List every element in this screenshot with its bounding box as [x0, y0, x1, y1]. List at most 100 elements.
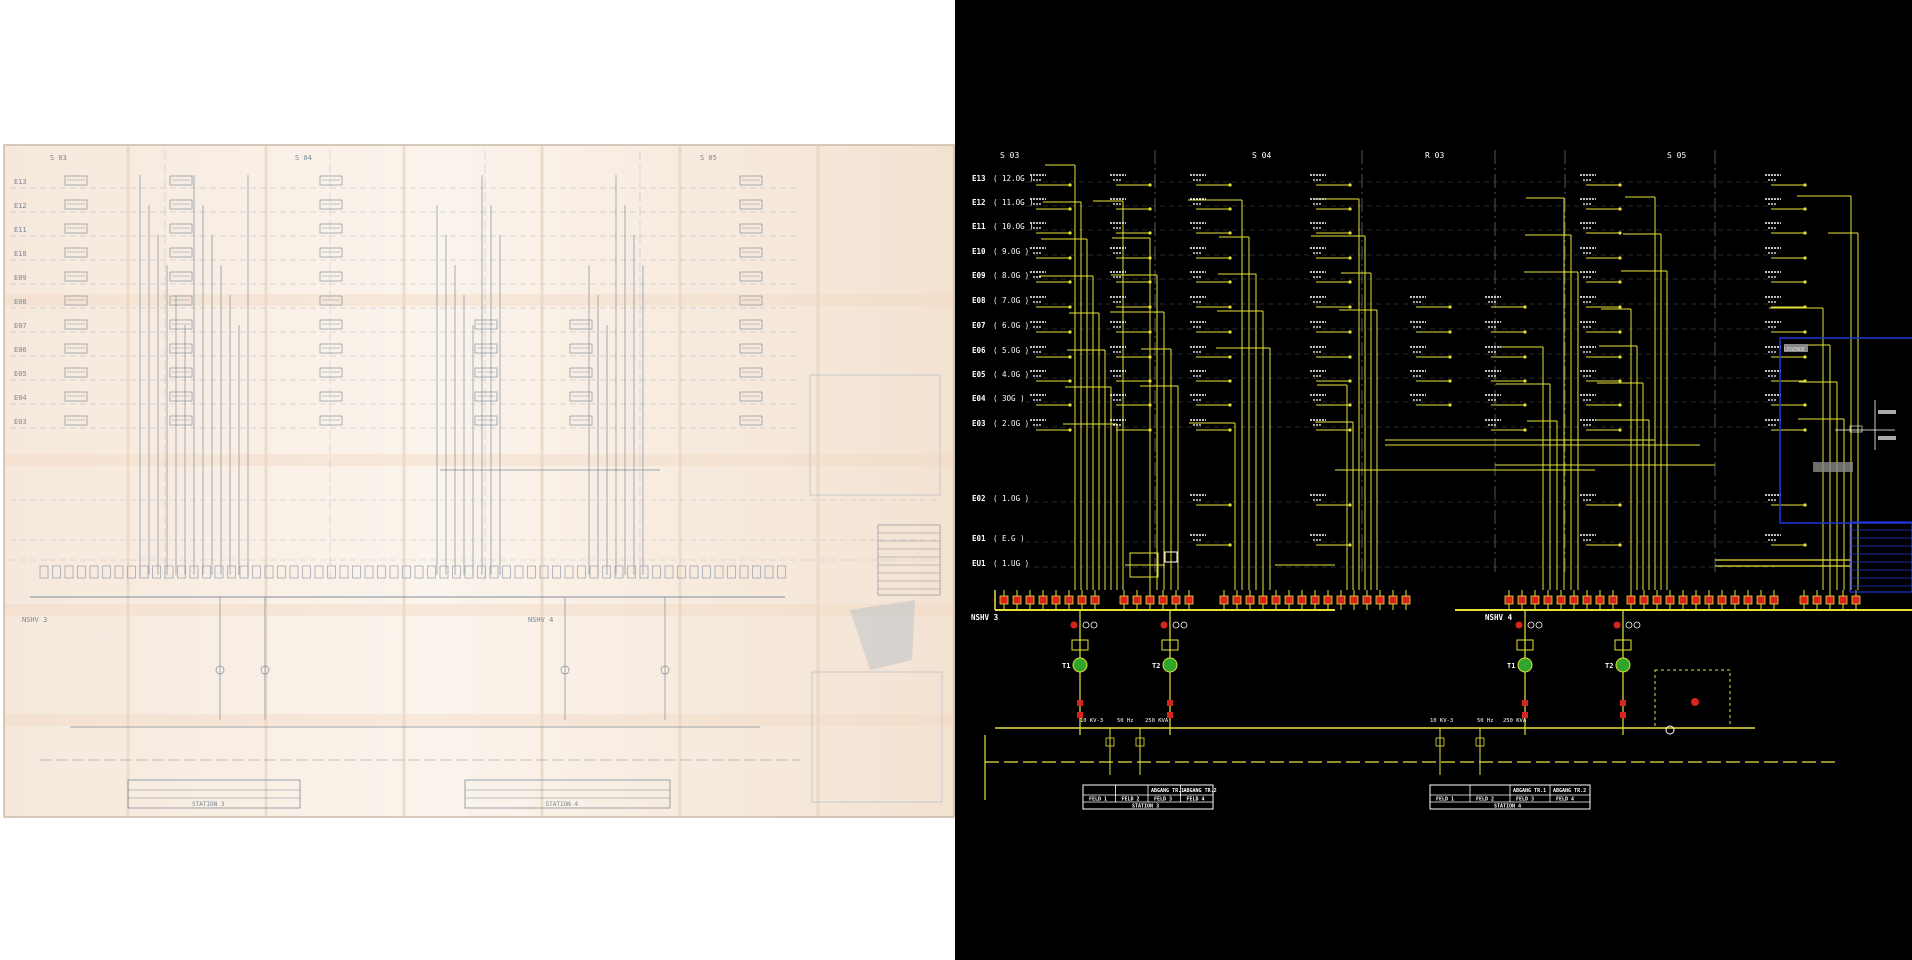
cad-switch	[1161, 639, 1179, 651]
scan-busbar-label: NSHV 4	[528, 616, 553, 624]
cad-transformer-label: T1	[1062, 662, 1070, 670]
scan-table-frame	[877, 524, 941, 596]
cad-floor-id: E08	[972, 296, 986, 305]
scan-box	[319, 175, 343, 186]
cad-legend-frame: LEGENDE	[1715, 337, 1912, 593]
cad-subpanel	[1164, 551, 1178, 563]
cad-breaker-row	[999, 590, 1861, 610]
scan-box	[169, 175, 193, 186]
cad-floor-level: ( 3OG )	[993, 394, 1025, 403]
cad-floor-id: EU1	[972, 559, 986, 568]
cad-box-node	[1348, 403, 1352, 407]
cad-floor-id: E06	[972, 346, 986, 355]
scan-box	[169, 343, 193, 354]
scan-transformer	[560, 665, 570, 675]
scan-breaker	[439, 565, 449, 579]
cad-mv-switch	[1475, 737, 1485, 747]
cad-box-node	[1803, 256, 1807, 260]
scan-breaker	[377, 565, 386, 579]
scan-box	[319, 415, 343, 426]
scan-breaker	[464, 565, 474, 579]
cad-box-node	[1618, 330, 1622, 334]
scan-box	[739, 271, 763, 282]
cad-box-node	[1228, 183, 1232, 187]
scan-floor-label: E03	[14, 418, 27, 426]
scan-box	[64, 199, 88, 210]
scan-station-label: STATION 3	[192, 801, 225, 808]
scan-breaker	[127, 565, 136, 579]
cad-box-node	[1348, 231, 1352, 235]
cad-box-node	[1348, 305, 1352, 309]
scan-box	[474, 391, 498, 402]
cad-box-node	[1348, 543, 1352, 547]
scan-breaker	[102, 565, 111, 579]
cad-floor-lines	[1025, 150, 1775, 575]
cad-transformer-label: T2	[1152, 662, 1160, 670]
cad-transformer	[1517, 657, 1533, 673]
cad-floor-level: ( 1.OG )	[993, 494, 1029, 503]
cad-box-node	[1803, 207, 1807, 211]
cad-floor-id: E13	[972, 174, 986, 183]
cad-box-node	[1803, 503, 1807, 507]
scan-breaker	[389, 565, 399, 579]
cad-box-node	[1228, 379, 1232, 383]
cad-fuse	[1620, 712, 1626, 718]
cad-breaker	[1626, 595, 1636, 605]
cad-station-field: FELD 3	[1154, 797, 1172, 803]
scan-floor-label: E08	[14, 298, 27, 306]
cad-breaker	[1504, 595, 1514, 605]
cad-switch	[1516, 639, 1534, 651]
cad-breaker	[1038, 595, 1048, 605]
scan-box	[169, 199, 193, 210]
scan-breaker	[477, 565, 486, 579]
paper-folds	[5, 146, 953, 816]
cad-switch	[1614, 639, 1632, 651]
scan-breaker	[589, 565, 599, 579]
scan-box	[169, 415, 193, 426]
cad-breaker	[1678, 595, 1688, 605]
cad-breaker	[1569, 595, 1579, 605]
cad-station-field: FELD 3	[1516, 797, 1534, 803]
cad-breaker	[1232, 595, 1242, 605]
scan-breaker	[564, 565, 574, 579]
paper-sheet	[3, 144, 955, 818]
cad-subpanel	[1129, 552, 1159, 578]
cad-transformer	[1162, 657, 1178, 673]
cad-meter-ring	[1180, 621, 1188, 629]
cad-box-node	[1348, 330, 1352, 334]
cad-station-field: FELD 2	[1122, 797, 1140, 803]
cad-box-node	[1348, 355, 1352, 359]
cad-floor-level: ( 5.OG )	[993, 346, 1029, 355]
cad-box-node	[1068, 330, 1072, 334]
scan-transformer	[260, 665, 270, 675]
cad-breaker	[1595, 595, 1605, 605]
cad-box-node	[1228, 231, 1232, 235]
cad-generator	[1665, 725, 1675, 735]
cad-breaker	[1064, 595, 1074, 605]
scan-transformer	[660, 665, 670, 675]
cad-riser-lines	[1039, 164, 1859, 590]
scan-box	[739, 343, 763, 354]
scan-box	[64, 415, 88, 426]
cad-station-field: FELD 4	[1187, 797, 1205, 803]
cad-legend-title-bar	[1784, 344, 1808, 352]
cad-breaker	[1219, 595, 1229, 605]
scan-box	[319, 199, 343, 210]
scan-box	[739, 175, 763, 186]
scan-transformer	[215, 665, 225, 675]
cad-meter	[1515, 621, 1523, 629]
scan-box	[169, 367, 193, 378]
cad-meter	[1070, 621, 1078, 629]
scan-box	[319, 391, 343, 402]
cad-floor-level: ( 9.OG )	[993, 247, 1029, 256]
scan-box	[569, 415, 593, 426]
scan-box	[474, 415, 498, 426]
cad-transformer	[1615, 657, 1631, 673]
cad-fuse	[1077, 700, 1083, 706]
cad-box-node	[1348, 183, 1352, 187]
scan-breaker	[327, 565, 336, 579]
scan-breaker	[252, 565, 261, 579]
cad-breaker	[1530, 595, 1540, 605]
